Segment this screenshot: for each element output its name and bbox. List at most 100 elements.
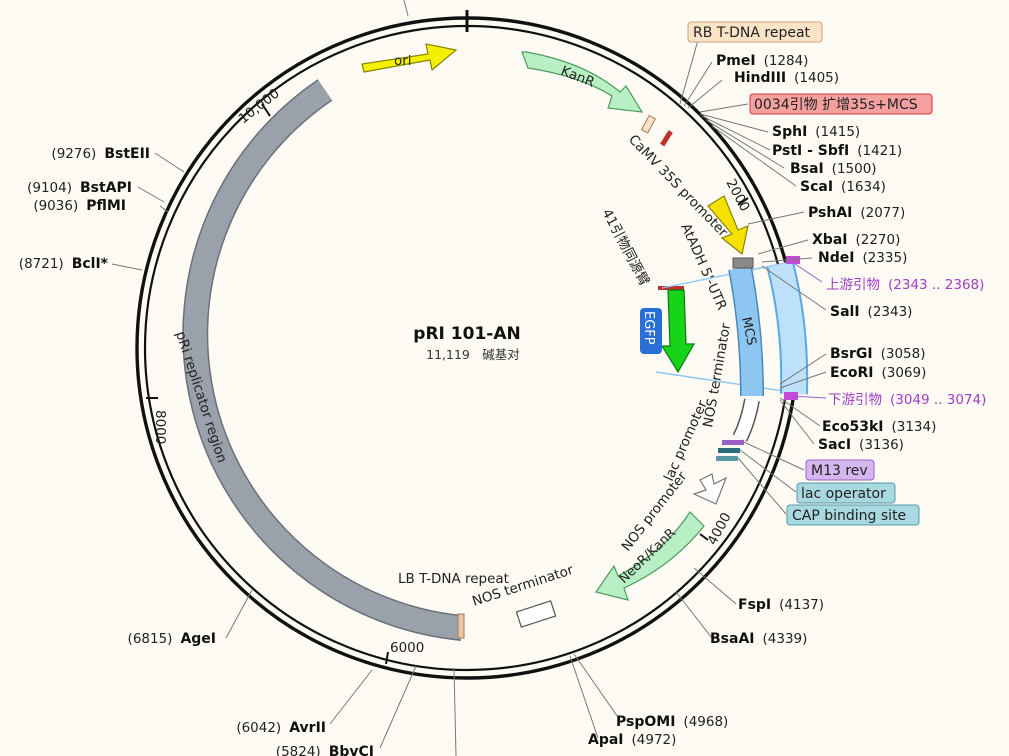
- site-label-sphi: SphI (1415): [772, 124, 860, 140]
- site-pos-bbvci: (5824): [276, 744, 321, 756]
- lac-operator-marker: [718, 448, 740, 453]
- site-name-bstapi: BstAPI: [80, 180, 132, 196]
- nos-terminator-outer-box: [515, 600, 557, 628]
- site-name-avrii: AvrII: [289, 720, 326, 736]
- site-pos-saci: (3136): [859, 437, 904, 453]
- right-site-labels: PmeI(1284) HindIII(1405) SphI (1415) PstI…: [588, 53, 936, 748]
- site-label-pmei: PmeI(1284): [716, 53, 808, 69]
- left-site-labels: (9276) BstEII (9104) BstAPI (9036)PflMI (8…: [19, 146, 374, 756]
- site-label-pshai: PshAI (2077): [808, 205, 905, 221]
- site-name-bcli: BclI*: [72, 256, 109, 272]
- cap-binding-box: [786, 504, 920, 526]
- left-leaders: [111, 0, 457, 756]
- site-pos-scai: (1634): [841, 179, 886, 195]
- site-name-pshai: PshAI: [808, 205, 852, 221]
- m13-rev-marker: [722, 440, 744, 445]
- ruler-label-8000: 8000: [152, 410, 168, 444]
- site-pos-avrii: (6042): [236, 720, 281, 736]
- site-name-ecori: EcoRI: [830, 365, 873, 381]
- primer-leaders: [789, 261, 827, 399]
- site-name-eco53ki: Eco53kI: [822, 419, 883, 435]
- site-name-bsaai: BsaAI: [710, 631, 755, 647]
- site-name-bsai: BsaI: [790, 161, 824, 177]
- site-label-fspi: FspI (4137): [738, 597, 824, 613]
- site-name-xbai: XbaI: [812, 232, 847, 248]
- site-label-bbvci: (5824)BbvCI: [276, 744, 374, 756]
- site-pos-hindiii: (1405): [794, 70, 839, 86]
- plasmid-name: pRI 101-AN: [413, 324, 520, 344]
- m13-rev-box: [805, 459, 875, 481]
- site-name-scai: ScaI: [800, 179, 833, 195]
- site-name-ndei: NdeI: [818, 250, 854, 266]
- site-pos-bsteii: (9276): [51, 146, 96, 162]
- lac-promoter-arrow: [692, 473, 728, 505]
- site-pos-agei: (6815): [128, 631, 173, 647]
- primer-0034-marker: [660, 130, 673, 147]
- site-pos-ecori: (3069): [881, 365, 926, 381]
- site-label-scai: ScaI (1634): [800, 179, 886, 195]
- ruler-label-6000: 6000: [390, 640, 424, 656]
- site-label-bsaai: BsaAI(4339): [710, 631, 807, 647]
- site-pos-bcli: (8721): [19, 256, 64, 272]
- site-pos-pshai: (2077): [860, 205, 905, 221]
- ruler-label-4000: 4000: [704, 510, 734, 548]
- downstream-primer-projection: [655, 371, 791, 393]
- lac-operator-box: [796, 482, 896, 504]
- site-pos-bsrgi: (3058): [881, 346, 926, 362]
- boxed-labels: RB T-DNA repeat 0034引物 扩增35s+MCS M13 rev…: [687, 21, 933, 526]
- site-label-bcli: (8721) BclI*: [19, 256, 109, 272]
- site-label-ecori: EcoRI (3069): [830, 365, 926, 381]
- ruler-tick-10000: [261, 103, 271, 117]
- site-name-pflmi: PflMI: [86, 198, 126, 214]
- egfp-arrow: [660, 289, 696, 374]
- site-label-bsrgi: BsrGI(3058): [830, 346, 926, 362]
- site-name-fspi: FspI: [738, 597, 771, 613]
- plasmid-length: 11,119: [426, 347, 470, 362]
- site-pos-fspi: (4137): [779, 597, 824, 613]
- m13-rev-box-label: M13 rev: [811, 463, 868, 479]
- site-pos-ndei: (2335): [862, 250, 907, 266]
- site-label-pflmi: (9036)PflMI: [33, 198, 126, 214]
- right-leaders: [569, 39, 827, 739]
- site-name-apai: ApaI: [588, 732, 624, 748]
- site-pos-pspomi: (4968): [683, 714, 728, 730]
- primer-range-upstream: (2343 .. 2368): [888, 277, 984, 293]
- site-pos-apai: (4972): [632, 732, 677, 748]
- site-name-bsteii: BstEII: [104, 146, 150, 162]
- site-label-hindiii: HindIII(1405): [734, 70, 839, 86]
- lac-promoter-label: lac promoter: [661, 398, 711, 484]
- site-pos-sali: (2343): [868, 304, 913, 320]
- primer-0034-box: [749, 93, 933, 115]
- site-name-saci: SacI: [818, 437, 851, 453]
- site-label-psti-sbfi: PstI - SbfI(1421): [772, 143, 902, 159]
- primer-label-upstream: 上游引物 (2343 .. 2368): [826, 277, 984, 293]
- site-pos-bsai: (1500): [832, 161, 877, 177]
- site-pos-xbai: (2270): [855, 232, 900, 248]
- primer-0034-box-label: 0034引物 扩增35s+MCS: [754, 97, 918, 113]
- ori-label: ori: [394, 53, 412, 69]
- site-name-sphi: SphI: [772, 124, 807, 140]
- rb-repeat-marker: [640, 114, 656, 134]
- primer41-label: 41引物同源臂: [598, 206, 652, 288]
- camv-arrow: [707, 195, 749, 256]
- cap-binding-marker: [716, 456, 738, 461]
- site-name-pspomi: PspOMI: [616, 714, 675, 730]
- site-label-sali: SalI(2343): [830, 304, 912, 320]
- site-pos-bstapi: (9104): [27, 180, 72, 196]
- primer-name-upstream: 上游引物: [826, 277, 880, 293]
- site-label-agei: (6815)AgeI: [128, 631, 216, 647]
- site-label-ndei: NdeI (2335): [818, 250, 907, 266]
- primer-range-downstream: (3049 .. 3074): [890, 392, 986, 408]
- site-label-bsai: BsaI (1500): [790, 161, 877, 177]
- site-pos-sphi: (1415): [815, 124, 860, 140]
- site-label-apai: ApaI (4972): [588, 732, 676, 748]
- ruler-tick-4000: [699, 533, 709, 541]
- site-label-xbai: XbaI (2270): [812, 232, 900, 248]
- site-name-psti-sbfi: PstI - SbfI: [772, 143, 849, 159]
- rb-repeat-box: [687, 21, 823, 43]
- lac-operator-box-label: lac operator: [801, 486, 886, 502]
- cap-binding-box-label: CAP binding site: [792, 508, 906, 524]
- site-label-bstapi: (9104) BstAPI: [27, 180, 132, 196]
- lb-repeat-label: LB T-DNA repeat: [398, 571, 509, 587]
